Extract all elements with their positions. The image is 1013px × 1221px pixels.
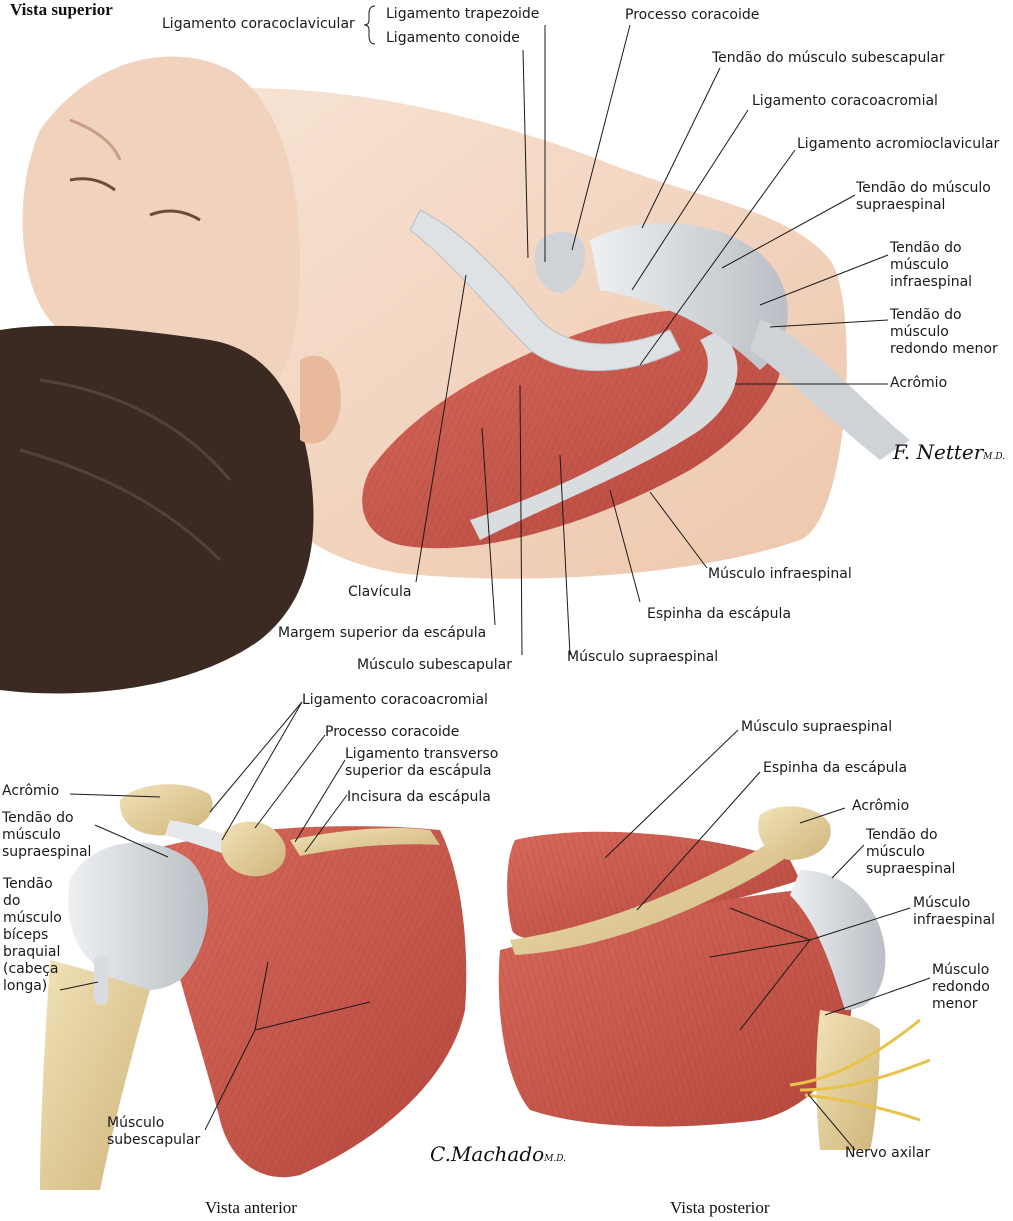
label-tendao-supraespinal-posterior: Tendão do músculo supraespinal	[866, 827, 956, 877]
label-musculo-infraespinal-posterior: Músculo infraespinal	[913, 895, 996, 928]
label-processo-coracoide-superior: Processo coracoide	[625, 7, 760, 23]
humerus-anterior	[40, 960, 150, 1190]
acromion-posterior	[758, 806, 831, 860]
label-ligamento-acromioclavicular: Ligamento acromioclavicular	[797, 136, 1000, 152]
label-acromio-superior: Acrômio	[890, 375, 948, 391]
coracoid-anterior	[221, 821, 286, 877]
humerus-superior	[750, 320, 910, 460]
label-musculo-redondo-menor-posterior: Músculo redondo menor	[932, 962, 990, 1012]
label-margem-superior-escapula: Margem superior da escápula	[278, 625, 487, 641]
clavicle-superior	[409, 209, 681, 372]
humerus-posterior	[816, 1010, 880, 1150]
leader-lines	[59, 5, 931, 1151]
scapula-spine-superior	[470, 330, 738, 540]
acromion-anterior	[119, 784, 213, 836]
label-ligamento-coracoclavicular: Ligamento coracoclavicular	[162, 16, 355, 32]
nose	[69, 118, 122, 161]
label-processo-coracoide-anterior: Processo coracoide	[325, 724, 460, 740]
view-title-superior: Vista superior	[10, 0, 113, 19]
label-tendao-biceps: Tendão do músculo bíceps braquial (cabeç…	[3, 876, 62, 994]
anterior-view-drawing	[40, 784, 467, 1190]
label-ligamento-transverso: Ligamento transverso superior da escápul…	[345, 746, 499, 779]
label-clavicula: Clavícula	[348, 584, 412, 600]
closed-eye-right	[69, 177, 116, 192]
label-musculo-supraespinal-superior: Músculo supraespinal	[567, 649, 719, 665]
label-tendao-redondo-menor: Tendão do músculo redondo menor	[890, 307, 998, 357]
scapula-border-anterior	[290, 828, 440, 856]
label-acromio-posterior: Acrômio	[852, 798, 910, 814]
tendon-cap-posterior	[790, 870, 886, 1010]
label-espinha-escapula-superior: Espinha da escápula	[647, 606, 792, 622]
label-tendao-infraespinal-superior: Tendão do músculo infraespinal	[890, 240, 973, 290]
humeral-head-tendon-anterior	[68, 842, 209, 991]
label-musculo-supraespinal-posterior: Músculo supraespinal	[741, 719, 893, 735]
label-musculo-subescapular-anterior: Músculo subescapular	[107, 1115, 201, 1148]
axillary-nerve	[789, 1018, 931, 1122]
biceps-tendon	[94, 955, 108, 1005]
label-espinha-escapula-posterior: Espinha da escápula	[763, 760, 908, 776]
label-musculo-subescapular-superior: Músculo subescapular	[357, 657, 512, 673]
label-tendao-supraespinal-anterior: Tendão do músculo supraespinal	[2, 810, 92, 860]
label-ligamento-conoide: Ligamento conoide	[386, 30, 520, 46]
label-musculo-infraespinal-superior: Músculo infraespinal	[708, 566, 852, 582]
superior-view-drawing	[0, 56, 910, 694]
posterior-view-drawing	[498, 806, 931, 1150]
label-ligamento-coracoacromial-superior: Ligamento coracoacromial	[752, 93, 938, 109]
label-ligamento-trapezoide: Ligamento trapezoide	[386, 6, 540, 22]
label-tendao-supraespinal-superior: Tendão do músculo supraespinal	[856, 180, 991, 213]
view-title-posterior: Vista posterior	[670, 1198, 770, 1217]
label-tendao-subescapular: Tendão do músculo subescapular	[712, 50, 945, 66]
view-title-anterior: Vista anterior	[205, 1198, 297, 1217]
label-incisura-escapula: Incisura da escápula	[347, 789, 491, 805]
label-acromio-anterior: Acrômio	[2, 783, 60, 799]
label-ligamento-coracoacromial-anterior: Ligamento coracoacromial	[302, 692, 488, 708]
ear	[300, 355, 341, 444]
face	[22, 56, 300, 390]
label-nervo-axilar: Nervo axilar	[845, 1145, 931, 1161]
closed-eye-left	[149, 209, 201, 222]
signature-netter: F. NetterM.D.	[893, 440, 1006, 464]
signature-machado: C.MachadoM.D.	[430, 1142, 567, 1166]
